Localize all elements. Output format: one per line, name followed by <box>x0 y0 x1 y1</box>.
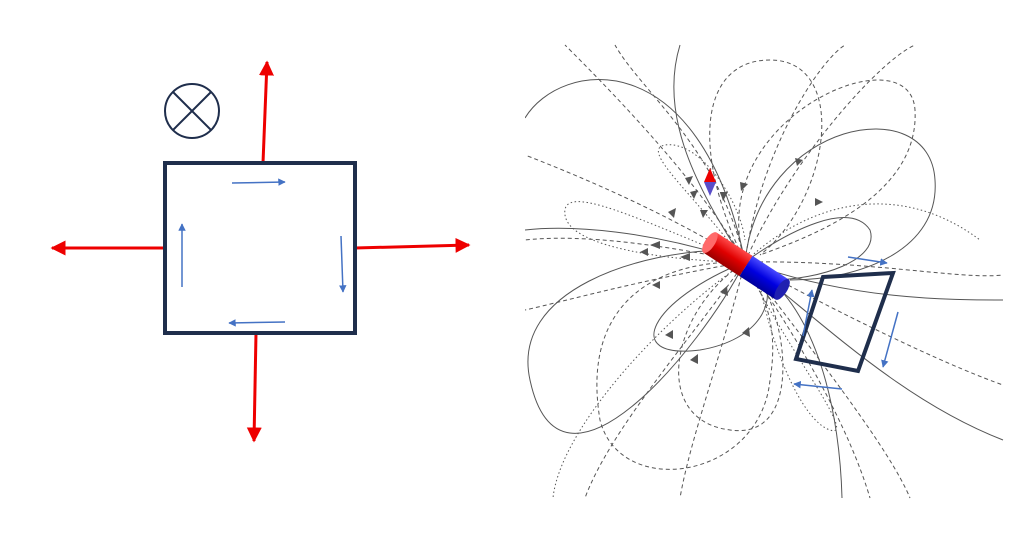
field-line-dashed-16 <box>738 79 916 263</box>
magnet-north-pole <box>703 232 753 277</box>
field-line-dashed-9 <box>584 261 746 499</box>
loop-current-arrow-right <box>881 311 899 368</box>
left-panel <box>50 60 471 443</box>
field-line-dashed-14 <box>709 59 823 263</box>
loop-current-arrow-top <box>847 256 888 266</box>
field-line-dotted-4 <box>552 261 746 499</box>
force-arrow-down <box>246 332 262 443</box>
current-arrow-bottom <box>228 319 286 327</box>
field-line-arrowheads <box>640 158 823 364</box>
field-line-dotted-2 <box>658 144 746 263</box>
field-line-solid-1 <box>525 79 746 263</box>
field-line-solid-4 <box>527 249 746 434</box>
field-line-dashed-12 <box>525 261 746 311</box>
force-arrow-up <box>258 60 274 164</box>
force-arrow-right <box>354 237 471 253</box>
current-arrow-top <box>231 178 286 186</box>
current-arrow-right <box>339 235 347 293</box>
tilted-current-loop <box>793 270 896 374</box>
field-line-dotted-1 <box>564 201 746 263</box>
field-line-dashed-1 <box>564 44 746 263</box>
right-panel <box>525 44 1004 499</box>
field-into-page-icon <box>164 83 220 139</box>
field-line-solid-8 <box>744 217 872 281</box>
field-line-dashed-7 <box>744 261 871 499</box>
compass-needle-icon <box>704 168 716 196</box>
field-line-dashed-15 <box>596 261 774 470</box>
current-loop-square <box>163 161 357 335</box>
field-line-dashed-2 <box>614 44 746 263</box>
field-line-solid-6 <box>744 261 843 499</box>
loop-current-arrow-left <box>802 289 815 337</box>
field-line-dashed-5 <box>744 261 1004 277</box>
field-line-solid-9 <box>744 261 1004 301</box>
magnetic-field-lines <box>525 44 1004 499</box>
magnet-south-pole <box>739 255 789 300</box>
field-line-dashed-10 <box>679 261 746 499</box>
field-line-solid-5 <box>673 44 746 263</box>
bar-magnet-icon <box>702 232 790 300</box>
field-line-solid-3 <box>744 128 936 281</box>
loop-current-arrow-bottom <box>793 380 843 390</box>
field-line-dashed-17 <box>678 261 784 432</box>
field-line-dashed-6 <box>744 261 1004 386</box>
field-line-dashed-4 <box>744 44 916 263</box>
field-line-dashed-8 <box>744 261 911 499</box>
field-line-dotted-5 <box>744 261 837 432</box>
